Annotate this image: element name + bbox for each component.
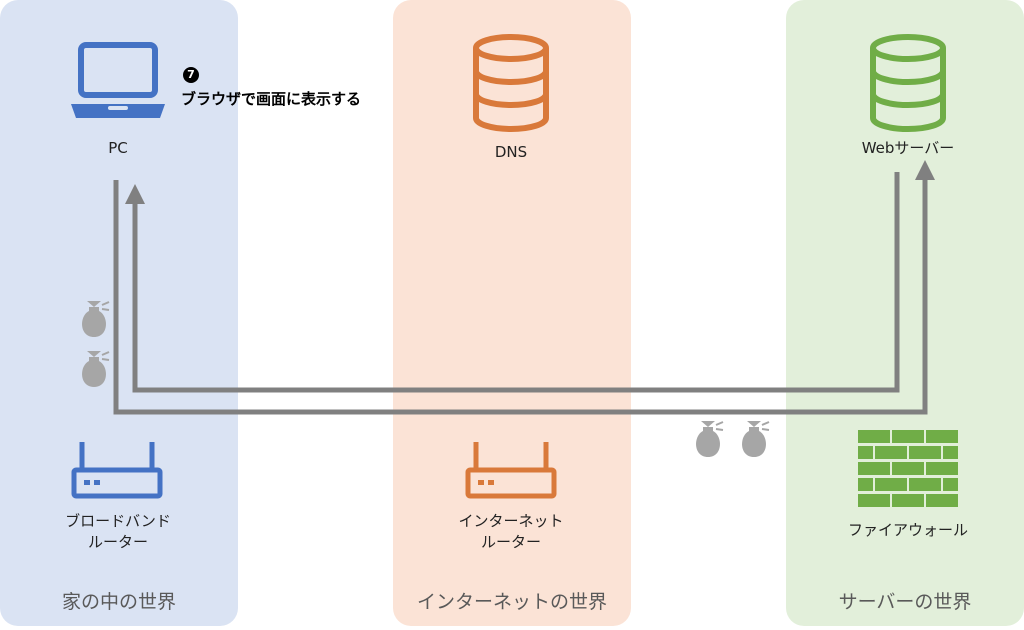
pc-label: PC <box>108 139 128 157</box>
response-path-arrow <box>125 172 900 393</box>
broadband-router-label: ブロードバンド ルーター <box>48 511 188 553</box>
request-path-arrow <box>113 160 935 415</box>
internet-router-label-line2: ルーター <box>480 533 541 551</box>
router-icon <box>465 442 557 499</box>
broadband-router-label-line2: ルーター <box>87 533 148 551</box>
packet-bag-icon <box>82 301 110 337</box>
packet-bag-icon <box>82 351 110 387</box>
packet-bag-icon <box>742 421 770 457</box>
packet-bag-icon <box>696 421 724 457</box>
zone-home-title: 家の中の世界 <box>61 591 176 613</box>
zone-server-title: サーバーの世界 <box>838 591 972 613</box>
internet-router-label: インターネット ルーター <box>441 511 581 553</box>
step-description: ブラウザで画面に表示する <box>181 90 362 108</box>
zone-server: サーバーの世界 <box>786 0 1024 626</box>
router-icon <box>71 442 163 499</box>
database-icon <box>870 34 946 132</box>
dns-label: DNS <box>494 143 528 161</box>
web-server-label: Webサーバー <box>861 139 955 157</box>
internet-router-label-line1: インターネット <box>458 512 564 530</box>
brick-wall-icon <box>858 430 958 507</box>
zone-internet-title: インターネットの世界 <box>416 591 607 613</box>
firewall-label: ファイアウォール <box>847 521 968 539</box>
step-number-badge: 7 <box>183 67 199 83</box>
database-icon <box>473 34 549 132</box>
laptop-icon <box>71 42 165 118</box>
broadband-router-label-line1: ブロードバンド <box>65 512 171 530</box>
